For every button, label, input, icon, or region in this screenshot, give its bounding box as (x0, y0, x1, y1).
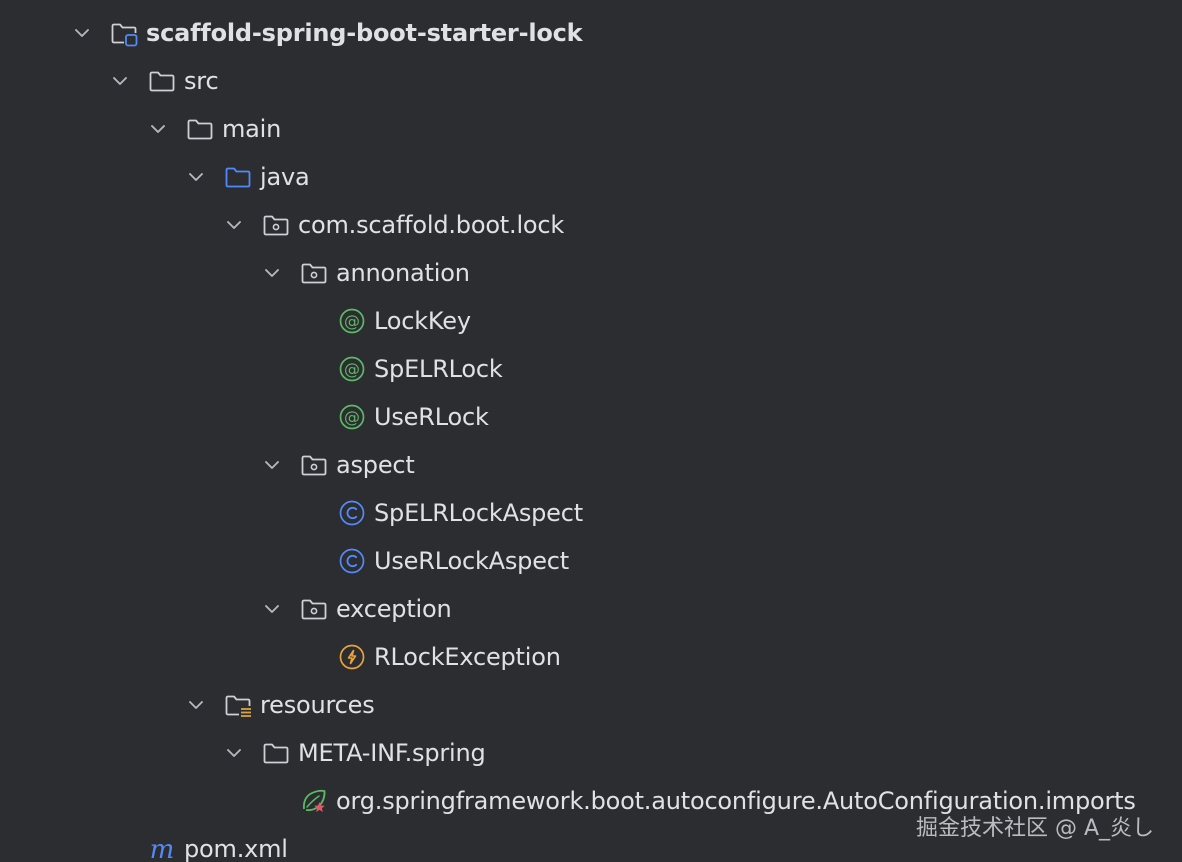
tree-row[interactable]: UseRLockAspect (0, 537, 1182, 585)
tree-item-label: LockKey (374, 307, 471, 335)
folder-icon (185, 114, 215, 144)
chevron-down-icon[interactable] (185, 166, 207, 188)
folder-icon (261, 738, 291, 768)
tree-item-label: RLockException (374, 643, 561, 671)
package-icon (299, 450, 329, 480)
annotation-icon: @ (337, 354, 367, 384)
tree-item-label: com.scaffold.boot.lock (298, 211, 565, 239)
package-icon (261, 210, 291, 240)
tree-item-label: UseRLock (374, 403, 489, 431)
chevron-down-icon[interactable] (261, 262, 283, 284)
tree-item-label: src (184, 67, 219, 95)
tree-item-label: aspect (336, 451, 415, 479)
module-folder-icon (109, 18, 139, 48)
spring-imports-icon (299, 786, 329, 816)
tree-item-label: UseRLockAspect (374, 547, 569, 575)
tree-item-label: pom.xml (184, 835, 288, 862)
tree-row[interactable]: java (0, 153, 1182, 201)
tree-item-label: exception (336, 595, 452, 623)
tree-row[interactable]: org.springframework.boot.autoconfigure.A… (0, 777, 1182, 825)
maven-icon: m (147, 834, 177, 862)
chevron-down-icon[interactable] (71, 22, 93, 44)
tree-row[interactable]: aspect (0, 441, 1182, 489)
tree-row[interactable]: @ SpELRLock (0, 345, 1182, 393)
tree-row[interactable]: @ UseRLock (0, 393, 1182, 441)
tree-row[interactable]: SpELRLockAspect (0, 489, 1182, 537)
annotation-icon: @ (337, 306, 367, 336)
tree-item-label: resources (260, 691, 375, 719)
tree-item-label: META-INF.spring (298, 739, 486, 767)
annotation-icon: @ (337, 402, 367, 432)
tree-row[interactable]: scaffold-spring-boot-starter-lock (0, 9, 1182, 57)
chevron-down-icon[interactable] (261, 454, 283, 476)
tree-row[interactable]: annonation (0, 249, 1182, 297)
watermark: 掘金技术社区 @ A_炎し (915, 816, 1154, 841)
tree-row[interactable]: exception (0, 585, 1182, 633)
chevron-down-icon[interactable] (223, 742, 245, 764)
tree-row[interactable]: src (0, 57, 1182, 105)
class-icon (337, 498, 367, 528)
tree-item-label: java (260, 163, 310, 191)
tree-row[interactable]: RLockException (0, 633, 1182, 681)
package-icon (299, 594, 329, 624)
folder-icon (147, 66, 177, 96)
chevron-down-icon[interactable] (261, 598, 283, 620)
package-icon (299, 258, 329, 288)
tree-row[interactable]: m pom.xml (0, 825, 1182, 862)
tree-item-label: annonation (336, 259, 470, 287)
svg-text:@: @ (344, 312, 360, 331)
source-folder-icon (223, 162, 253, 192)
tree-item-label: org.springframework.boot.autoconfigure.A… (336, 787, 1136, 815)
tree-item-label: main (222, 115, 282, 143)
class-icon (337, 546, 367, 576)
tree-item-label: SpELRLock (374, 355, 503, 383)
tree-row[interactable]: META-INF.spring (0, 729, 1182, 777)
svg-text:@: @ (344, 408, 360, 427)
chevron-down-icon[interactable] (185, 694, 207, 716)
svg-text:@: @ (344, 360, 360, 379)
chevron-down-icon[interactable] (147, 118, 169, 140)
tree-row[interactable]: main (0, 105, 1182, 153)
tree-item-label: scaffold-spring-boot-starter-lock (146, 19, 583, 47)
exception-icon (337, 642, 367, 672)
tree-row[interactable]: resources (0, 681, 1182, 729)
tree-item-label: SpELRLockAspect (374, 499, 583, 527)
chevron-down-icon[interactable] (223, 214, 245, 236)
tree-row[interactable]: com.scaffold.boot.lock (0, 201, 1182, 249)
chevron-down-icon[interactable] (109, 70, 131, 92)
resources-folder-icon (223, 690, 253, 720)
tree-row[interactable]: @ LockKey (0, 297, 1182, 345)
svg-text:m: m (150, 835, 175, 862)
